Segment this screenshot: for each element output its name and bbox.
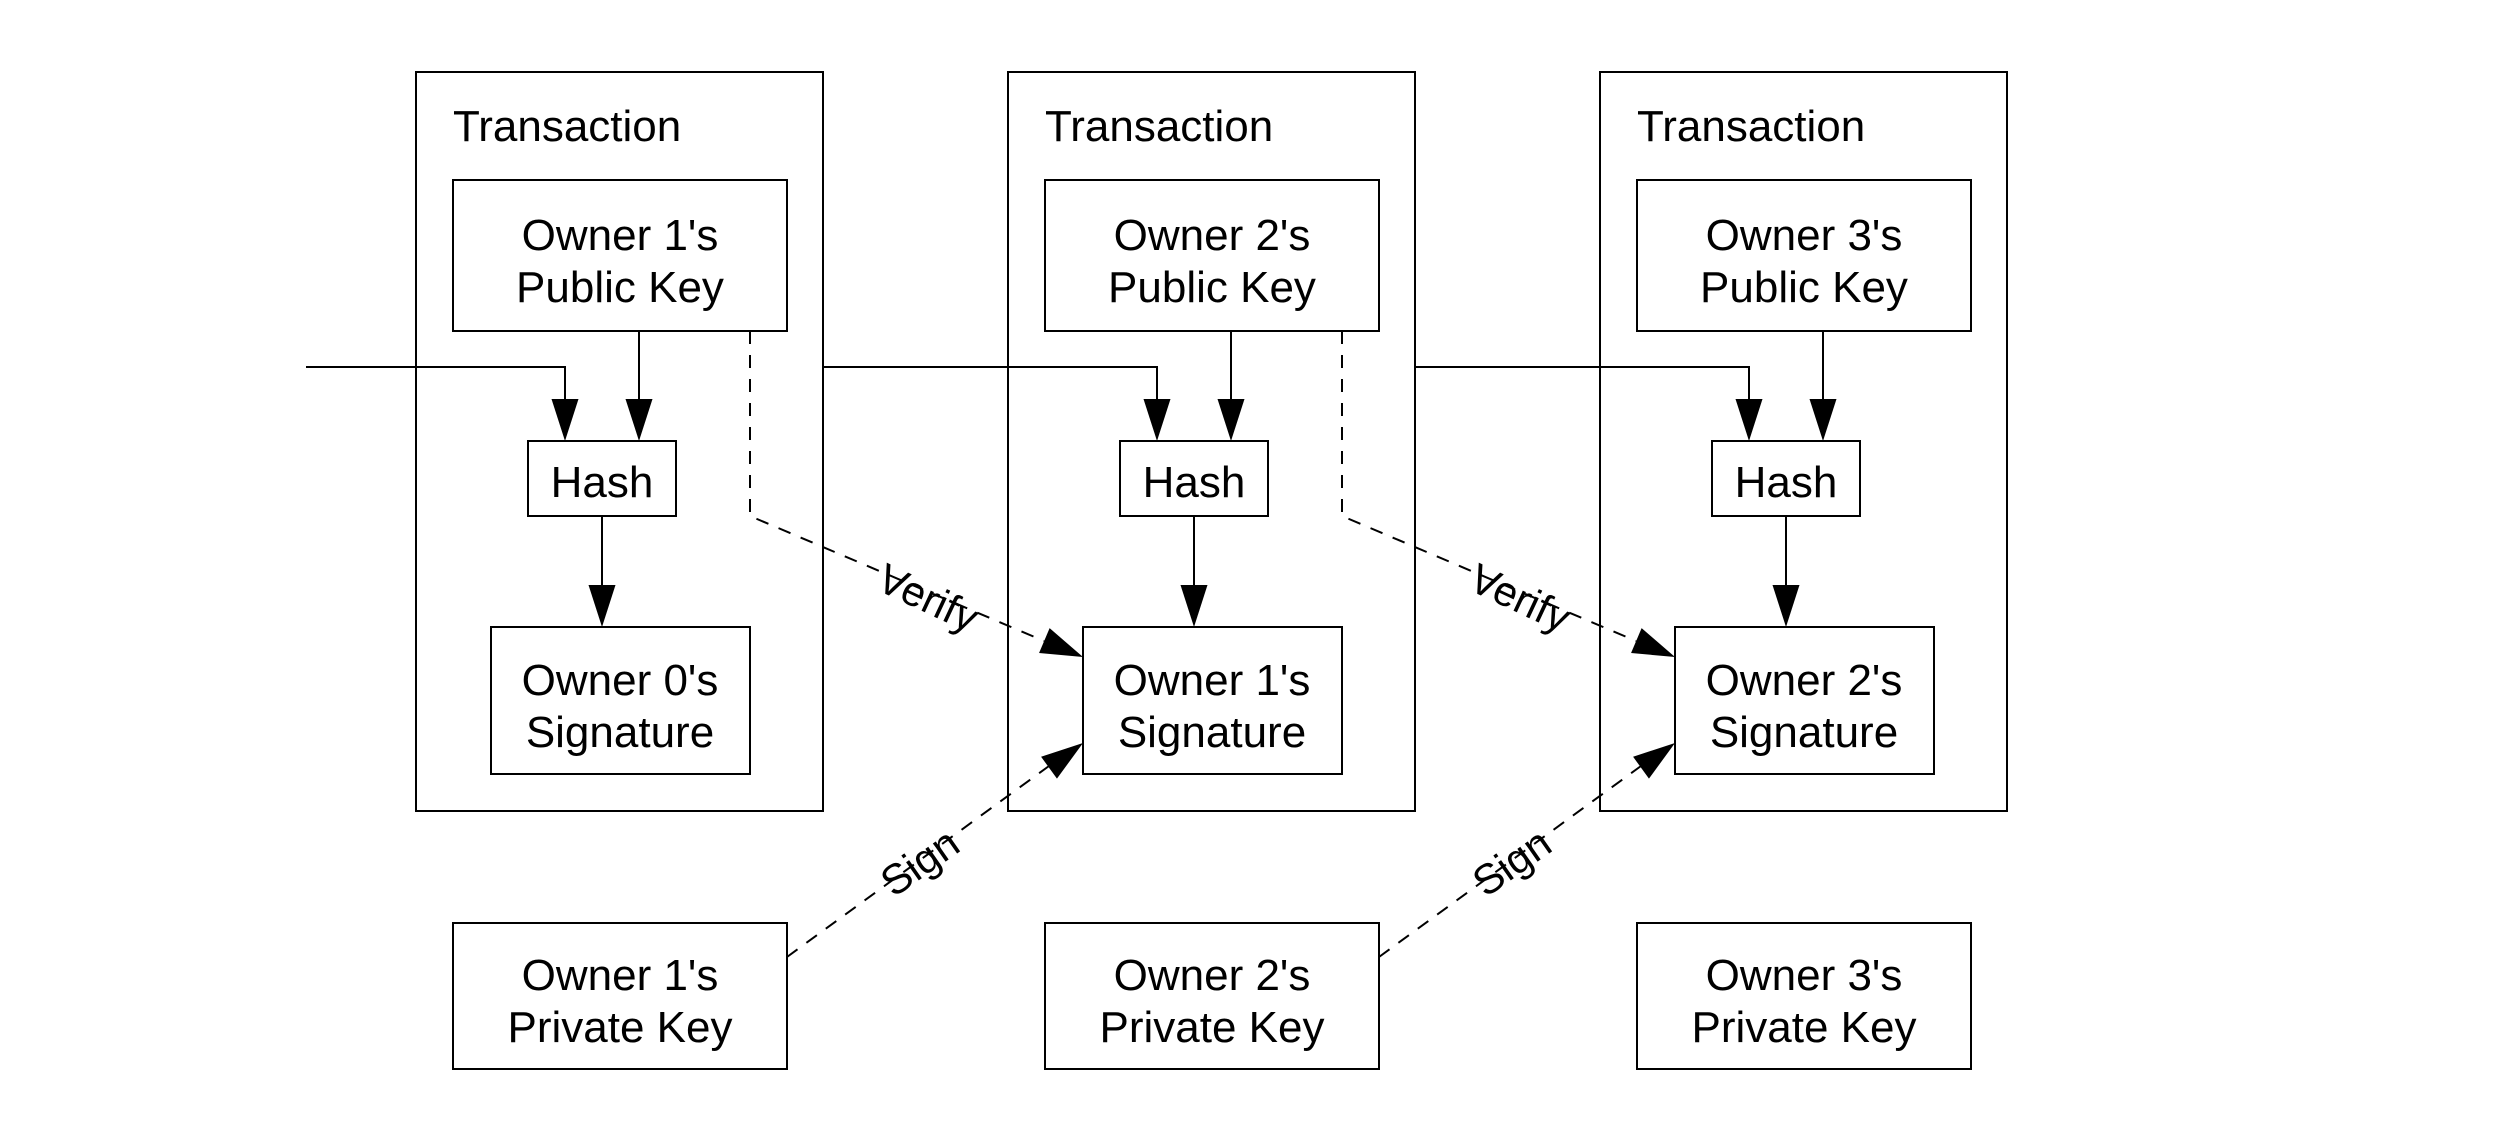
transaction-1-signature-line1: Owner 0's: [522, 656, 719, 705]
transaction-2-hash-label: Hash: [1143, 458, 1246, 507]
arrowhead-pubkey-hash-3: [1809, 399, 1837, 441]
transaction-2-title: Transaction: [1045, 102, 1273, 151]
arrowhead-hash-signature-2: [1180, 585, 1208, 627]
private-key-1: Owner 1's Private Key: [452, 922, 788, 1070]
chain-line-into-hash-2: [823, 366, 1158, 402]
transaction-1-box: [415, 71, 824, 812]
private-key-3: Owner 3's Private Key: [1636, 922, 1972, 1070]
private-key-1-line2: Private Key: [508, 1003, 733, 1052]
transaction-2-public-key-line1: Owner 2's: [1114, 211, 1311, 260]
arrowhead-pubkey-hash-2: [1217, 399, 1245, 441]
transaction-2-signature-box: [1082, 626, 1343, 775]
private-key-3-line2: Private Key: [1692, 1003, 1917, 1052]
transaction-3-signature-line2: Signature: [1710, 708, 1898, 757]
arrowhead-sign-2: [1633, 743, 1675, 779]
arrowhead-pubkey-hash-1: [625, 399, 653, 441]
transaction-1-signature-line2: Signature: [526, 708, 714, 757]
verify-arrow-1: Verify: [749, 331, 1083, 657]
transaction-2-public-key-box: [1044, 179, 1380, 332]
private-key-3-line1: Owner 3's: [1706, 951, 1903, 1000]
transaction-3-title: Transaction: [1637, 102, 1865, 151]
private-key-2-box: [1044, 922, 1380, 1070]
verify-label-2: Verify: [1463, 554, 1578, 641]
arrowhead-sign-1: [1041, 743, 1083, 779]
transaction-3-public-key-line1: Owner 3's: [1706, 211, 1903, 260]
arrowhead-verify-1: [1039, 628, 1083, 657]
arrowhead-chain-hash-2: [1143, 399, 1171, 441]
transaction-2: Transaction Owner 2's Public Key Hash Ow…: [823, 71, 1416, 812]
private-key-3-box: [1636, 922, 1972, 1070]
sign-line-1: [786, 765, 1050, 958]
transaction-3-signature-box: [1674, 626, 1935, 775]
transaction-1-hash-label: Hash: [551, 458, 654, 507]
arrowhead-verify-2: [1631, 628, 1675, 657]
transaction-3-public-key-box: [1636, 179, 1972, 332]
private-key-2-line2: Private Key: [1100, 1003, 1325, 1052]
chain-line-into-hash-1: [306, 366, 566, 402]
verify-arrow-2: Verify: [1341, 331, 1675, 657]
arrowhead-hash-signature-3: [1772, 585, 1800, 627]
transaction-2-signature-line2: Signature: [1118, 708, 1306, 757]
transaction-3-public-key-line2: Public Key: [1700, 263, 1908, 312]
private-key-1-box: [452, 922, 788, 1070]
transaction-3-hash-label: Hash: [1735, 458, 1838, 507]
arrowhead-hash-signature-1: [588, 585, 616, 627]
transaction-1-public-key-line2: Public Key: [516, 263, 724, 312]
sign-line-2: [1378, 765, 1642, 958]
transaction-2-public-key-line2: Public Key: [1108, 263, 1316, 312]
verify-label-1: Verify: [871, 554, 986, 641]
sign-label-1: Sign: [872, 819, 968, 906]
private-key-2-line1: Owner 2's: [1114, 951, 1311, 1000]
transaction-3-signature-line1: Owner 2's: [1706, 656, 1903, 705]
chain-line-into-hash-3: [1415, 366, 1750, 402]
transaction-1: Transaction Owner 1's Public Key Hash Ow…: [306, 71, 824, 812]
transaction-3-box: [1599, 71, 2008, 812]
private-key-2: Owner 2's Private Key: [1044, 922, 1380, 1070]
transaction-2-signature-line1: Owner 1's: [1114, 656, 1311, 705]
private-key-1-line1: Owner 1's: [522, 951, 719, 1000]
arrowhead-chain-hash-1: [551, 399, 579, 441]
transaction-1-public-key-box: [452, 179, 788, 332]
transaction-1-public-key-line1: Owner 1's: [522, 211, 719, 260]
transaction-1-title: Transaction: [453, 102, 681, 151]
transaction-2-box: [1007, 71, 1416, 812]
transaction-3: Transaction Owner 3's Public Key Hash Ow…: [1415, 71, 2008, 812]
arrowhead-chain-hash-3: [1735, 399, 1763, 441]
sign-label-2: Sign: [1464, 819, 1560, 906]
transaction-1-signature-box: [490, 626, 751, 775]
